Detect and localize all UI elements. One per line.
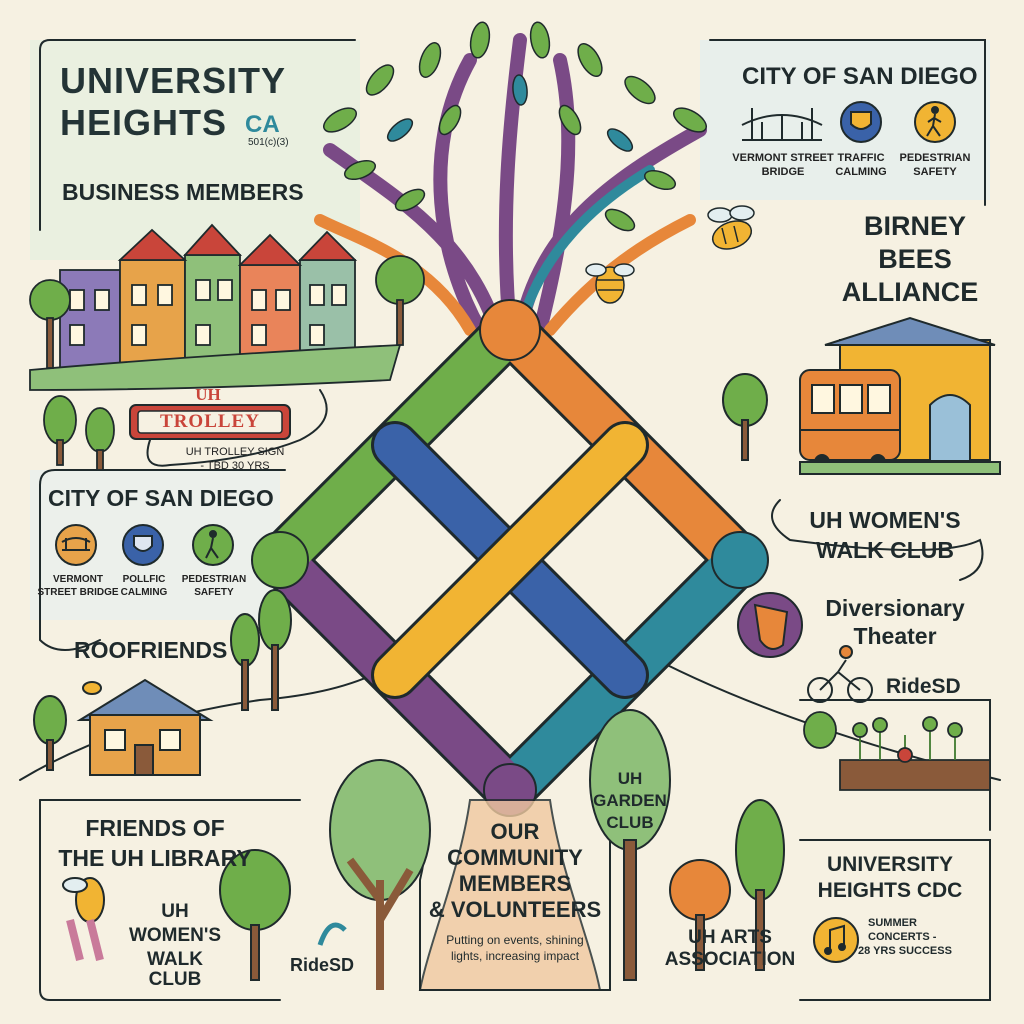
garden-club-line3: CLUB [606, 813, 654, 832]
police-badge-icon [840, 101, 882, 143]
bicycle-icon [807, 645, 873, 703]
friends-library-line1: FRIENDS OF [85, 815, 225, 841]
frame-left-city [39, 469, 286, 486]
bottom-left-trees [62, 759, 431, 990]
city-top-item3-line2: SAFETY [913, 166, 957, 178]
trolley-sign-plate [129, 404, 291, 440]
bee-icon [585, 263, 635, 304]
cdc-concert-line3: 28 YRS SUCCESS [858, 945, 952, 957]
bee-icon [707, 205, 755, 250]
walk-club-connector [771, 499, 984, 581]
womens-walk-left-line1: UH [161, 901, 189, 922]
row-houses-illustration [29, 223, 425, 391]
city-left-item1-line2: STREET BRIDGE [37, 587, 119, 598]
ridesd-logo-icon [317, 922, 347, 946]
org-title-line1: UNIVERSITY [60, 60, 287, 101]
business-members-label: BUSINESS MEMBERS [62, 179, 304, 205]
community-line2: COMMUNITY [447, 845, 583, 870]
bridge-icon [55, 524, 97, 566]
birney-line2: BEES [878, 244, 952, 274]
cdc-line2: HEIGHTS CDC [817, 879, 963, 902]
community-line3: MEMBERS [458, 871, 572, 896]
frame-left-city-side [39, 484, 101, 651]
pedestrian-icon [192, 524, 234, 566]
city-left-item1-line1: VERMONT [53, 574, 103, 585]
diversionary-line1: Diversionary [825, 595, 965, 621]
womens-walk-right-line2: WALK CLUB [816, 537, 954, 563]
womens-walk-left-line3: WALK CLUB [147, 949, 203, 990]
frame-bottom-left-side [39, 799, 281, 1001]
org-status: 501(c)(3) [248, 137, 289, 148]
org-state: CA [245, 111, 280, 138]
city-left-icons [55, 524, 234, 566]
pedestrian-icon [914, 101, 956, 143]
trolley-sign-name: TROLLEY [160, 411, 260, 432]
garden-club-line2: GARDEN [593, 791, 667, 810]
city-top-icons [741, 101, 956, 143]
trolley-station-illustration [722, 316, 1001, 475]
tree-trunk [418, 799, 602, 991]
city-top-item2-line1: TRAFFIC [837, 152, 885, 164]
city-left-title: CITY OF SAN DIEGO [48, 485, 274, 511]
woven-hands-knot [251, 299, 769, 817]
city-top-item1-line1: VERMONT STREET [732, 152, 834, 164]
birney-line1: BIRNEY [863, 211, 966, 241]
garden-club-line1: UH [617, 769, 643, 788]
bottom-right-trees [589, 709, 785, 981]
theater-mask-icon [737, 592, 803, 658]
city-left-item2-line1: POLLFIC [122, 574, 166, 585]
trolley-sign-caption-1: UH TROLLEY SIGN [185, 446, 285, 458]
garden-illustration [803, 711, 991, 791]
trolley-sign-caption-2: - TBD 30 YRS [200, 460, 270, 472]
community-tagline-1: Putting on events, shining [446, 933, 584, 947]
house-illustration [33, 589, 292, 776]
city-top-title: CITY OF SAN DIEGO [742, 63, 978, 90]
police-badge-icon [122, 524, 164, 566]
city-left-item3-line2: SAFETY [194, 587, 234, 598]
city-top-item1-line2: BRIDGE [761, 166, 805, 178]
city-top-item3-line1: PEDESTRIAN [899, 152, 971, 164]
womens-walk-left-line2: WOMEN'S [128, 925, 222, 946]
cdc-concert-line2: CONCERTS - [868, 931, 937, 943]
music-notes-icon [813, 917, 859, 963]
frame-bottom-right [799, 839, 991, 1001]
community-line4: & VOLUNTEERS [428, 897, 602, 922]
ridesd-left-label: RideSD [290, 955, 355, 975]
friends-library-line2: THE UH LIBRARY [58, 845, 252, 871]
bridge-icon [741, 108, 823, 141]
birney-line3: ALLIANCE [841, 277, 979, 307]
arts-line1: UH ARTS [688, 927, 772, 948]
cdc-concert-line1: SUMMER [868, 917, 917, 929]
diversionary-line2: Theater [853, 623, 937, 649]
frame-top-left [39, 39, 356, 231]
community-tagline-2: lights, increasing impact [450, 949, 580, 963]
org-title-line2: HEIGHTS [60, 102, 228, 143]
community-line1: OUR [490, 819, 540, 844]
city-top-item2-line2: CALMING [835, 166, 887, 178]
trolley-sign-top: UH [195, 385, 221, 404]
top-left-panel-wash [30, 40, 360, 260]
cdc-line1: UNIVERSITY [826, 853, 954, 876]
arts-line2: ASSOCIATION [664, 949, 796, 970]
womens-walk-right-line1: UH WOMEN'S [809, 507, 961, 533]
small-trees-left [43, 395, 115, 471]
frame-top-right [709, 39, 986, 206]
city-left-item2-line2: CALMING [120, 587, 168, 598]
city-left-item3-line1: PEDESTRIAN [181, 574, 247, 585]
ridesd-right-label: RideSD [886, 675, 961, 698]
trolley-connector [146, 389, 328, 467]
roofriends-label: ROOFRIENDS [74, 637, 228, 663]
